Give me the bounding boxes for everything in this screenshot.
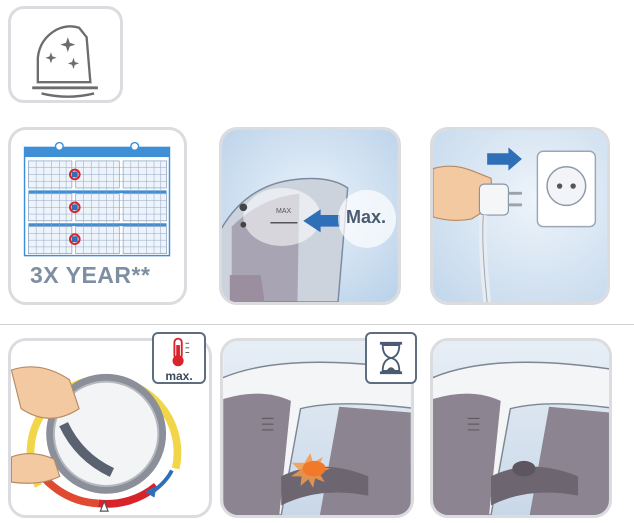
unplug-illustration (433, 130, 607, 302)
wait-hourglass-badge (365, 332, 417, 384)
iron-light-illustration (223, 341, 411, 515)
thermostat-dial-illustration (11, 341, 209, 515)
thermometer-icon (172, 337, 190, 367)
calendar-panel (8, 127, 187, 305)
hand-icon (11, 366, 80, 419)
hourglass-icon (379, 341, 403, 375)
fill-water-panel (219, 127, 401, 305)
light-off-panel (430, 338, 612, 518)
arrow-left-icon (303, 209, 340, 233)
iron-sparkle-icon (32, 25, 98, 98)
flashing-light-icon (290, 453, 331, 488)
descale-frequency-label: 3X YEAR** (30, 262, 151, 288)
calendar-icon (23, 141, 171, 257)
tank-max-mark: MAX (276, 208, 292, 215)
max-fill-label: Max. (346, 207, 387, 227)
calendar-marked-days (68, 168, 81, 245)
iron-tank-illustration (222, 130, 398, 302)
section-divider (0, 324, 634, 325)
iron-light-off-illustration (433, 341, 609, 515)
max-temperature-label: max. (165, 369, 193, 383)
self-clean-icon-panel (8, 6, 123, 103)
light-off-icon (512, 460, 536, 477)
pointer-triangle-icon (99, 499, 109, 512)
max-temperature-badge: max. (152, 332, 206, 384)
unplug-panel (430, 127, 610, 305)
